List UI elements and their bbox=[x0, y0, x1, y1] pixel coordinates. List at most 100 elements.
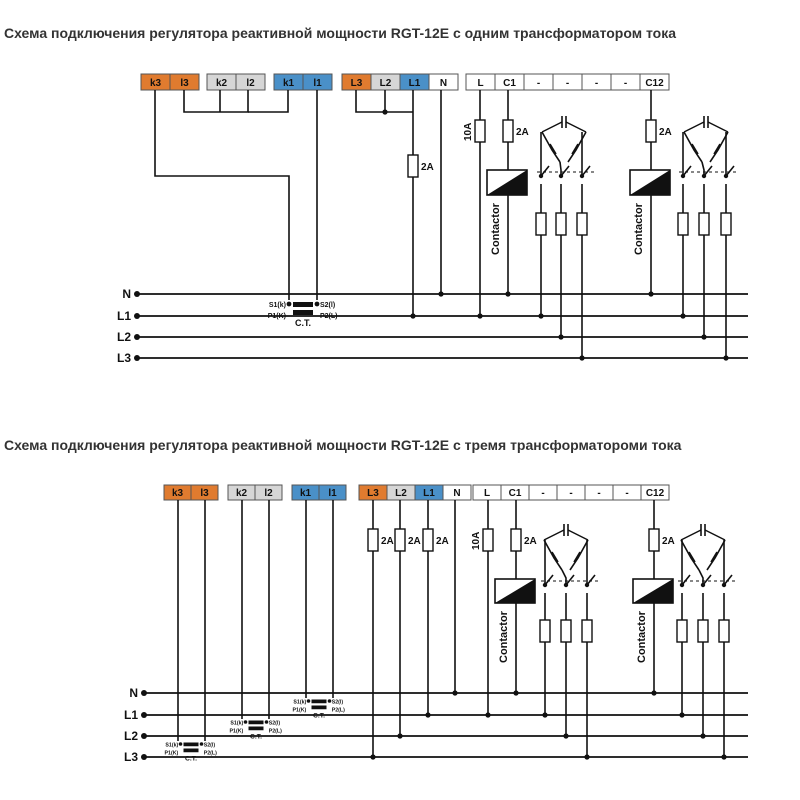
fuse-control bbox=[482, 528, 494, 552]
junction-dot bbox=[579, 355, 585, 361]
junction-dot bbox=[651, 690, 657, 696]
cap-bank-1-capacitor-leg bbox=[541, 131, 561, 163]
diagram-title-single-ct: Схема подключения регулятора реактивной … bbox=[4, 25, 676, 41]
cap-bank-1-wire bbox=[561, 569, 567, 585]
contactor-label: Contactor bbox=[490, 202, 502, 255]
junction-dot bbox=[452, 690, 458, 696]
terminal-label-l: L bbox=[477, 78, 483, 89]
ct-core bbox=[311, 699, 327, 704]
junction-dot bbox=[425, 712, 431, 718]
ct-core bbox=[248, 726, 264, 731]
cap-bank-1-switch-contact bbox=[544, 574, 554, 586]
junction-dot bbox=[700, 733, 706, 739]
fuse-rating-label: 2A bbox=[659, 127, 672, 138]
fuse-control bbox=[474, 119, 486, 143]
junction-dot bbox=[314, 301, 320, 307]
fuse-rating-label: 2A bbox=[381, 536, 394, 547]
terminal-label-l2: L2 bbox=[380, 78, 392, 89]
cap-bank-1-switch-contact bbox=[560, 165, 570, 177]
terminal-label-k1: k1 bbox=[300, 488, 312, 499]
cap-bank-12-fuse bbox=[718, 619, 730, 643]
bus-label-l3: L3 bbox=[124, 750, 138, 764]
terminal-label-c12: C12 bbox=[646, 488, 665, 499]
cap-bank-12-capacitor-leg bbox=[680, 539, 700, 571]
bus-label-l2: L2 bbox=[124, 729, 138, 743]
junction-dot bbox=[563, 733, 569, 739]
cap-bank-12-capacitor-plate bbox=[710, 551, 718, 563]
fuse-voltage-l3 bbox=[367, 528, 379, 552]
contactor-coil-fill bbox=[495, 579, 535, 603]
cap-bank-12-switch-contact bbox=[682, 165, 692, 177]
contactor-label: Contactor bbox=[633, 202, 645, 255]
fuse-rating-label: 10A bbox=[471, 532, 482, 550]
fuse-rating-label: 2A bbox=[662, 536, 675, 547]
terminal-label-c1: C1 bbox=[503, 78, 516, 89]
terminal-link bbox=[248, 90, 289, 113]
cap-bank-12-fuse bbox=[720, 212, 732, 236]
terminal-label-l2: l2 bbox=[264, 488, 273, 499]
ct-terminal-p2: P2(L) bbox=[332, 708, 345, 714]
cap-bank-12-capacitor-leg bbox=[683, 131, 703, 163]
cap-bank-1-fuse bbox=[560, 619, 572, 643]
ct-name-label: C.T. bbox=[313, 713, 325, 720]
fuse-coil-c12 bbox=[645, 119, 657, 143]
terminal-label-l1: l1 bbox=[313, 78, 322, 89]
ct-terminal-s2: S2(l) bbox=[332, 699, 344, 705]
terminal-label-l3: l3 bbox=[200, 488, 209, 499]
ct-terminal-p1: P1(K) bbox=[293, 708, 307, 714]
bus-label-l3: L3 bbox=[117, 351, 131, 365]
terminal-d-n bbox=[442, 484, 472, 501]
cap-bank-1-switch-contact bbox=[581, 165, 591, 177]
cap-bank-12-capacitor-plate bbox=[713, 143, 721, 155]
ct-core bbox=[183, 742, 199, 747]
junction-dot bbox=[558, 334, 564, 340]
junction-dot bbox=[410, 313, 416, 319]
ct-terminal-p1: P1(K) bbox=[165, 751, 179, 757]
junction-dot bbox=[178, 742, 183, 746]
terminal-label--: - bbox=[541, 488, 544, 499]
fuse-coil-c12 bbox=[648, 528, 660, 552]
terminal-label-l1: L1 bbox=[423, 488, 435, 499]
voltage-link bbox=[355, 90, 413, 113]
cap-bank-12-fuse bbox=[698, 212, 710, 236]
cap-bank-12-capacitor-leg bbox=[706, 539, 726, 571]
junction-dot bbox=[679, 712, 685, 718]
terminal-label--: - bbox=[595, 78, 598, 89]
terminal-label-l3: L3 bbox=[351, 78, 363, 89]
bus-label-l2: L2 bbox=[117, 330, 131, 344]
cap-bank-1-capacitor-top bbox=[541, 121, 587, 133]
cap-bank-1-capacitor-plate bbox=[551, 551, 559, 563]
ct-terminal-s1: S1(k) bbox=[230, 720, 243, 726]
fuse-voltage-l2 bbox=[394, 528, 406, 552]
ct-terminal-s2: S2(l) bbox=[204, 742, 216, 748]
terminal-label--: - bbox=[625, 488, 628, 499]
cap-bank-1-capacitor-plate bbox=[573, 551, 581, 563]
junction-dot bbox=[264, 720, 269, 724]
ct-terminal-p2: P2(L) bbox=[269, 729, 282, 735]
cap-bank-1-fuse bbox=[555, 212, 567, 236]
terminal-label-k1: k1 bbox=[283, 78, 295, 89]
contactor-label: Contactor bbox=[636, 610, 648, 663]
cap-bank-1-fuse bbox=[535, 212, 547, 236]
ct-name-label: C.T. bbox=[295, 318, 311, 328]
ct-terminal-p2: P2(L) bbox=[320, 313, 338, 320]
bus-label-l1: L1 bbox=[124, 708, 138, 722]
ct-core bbox=[293, 302, 313, 307]
ct-secondary-wire bbox=[154, 90, 290, 300]
terminal-label-l3: l3 bbox=[180, 78, 189, 89]
cap-bank-12-capacitor-plate bbox=[691, 143, 699, 155]
cap-bank-1-switch-contact bbox=[565, 574, 575, 586]
junction-dot bbox=[701, 334, 707, 340]
junction-dot bbox=[538, 313, 544, 319]
ct-terminal-s2: S2(l) bbox=[320, 302, 335, 309]
junction-dot bbox=[723, 355, 729, 361]
cap-bank-12-fuse bbox=[676, 619, 688, 643]
cap-bank-12-wire bbox=[698, 569, 704, 585]
terminal-label--: - bbox=[597, 488, 600, 499]
fuse-coil-c1 bbox=[510, 528, 522, 552]
junction-dot bbox=[327, 699, 332, 703]
junction-dot bbox=[721, 754, 727, 760]
cap-bank-1-capacitor-leg bbox=[543, 539, 563, 571]
fuse-supply bbox=[407, 154, 419, 178]
bus-label-n: N bbox=[122, 287, 131, 301]
